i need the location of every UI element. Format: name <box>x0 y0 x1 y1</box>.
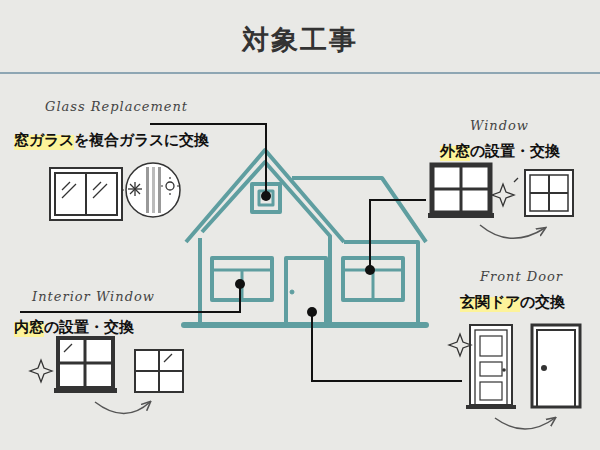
work-label: 窓ガラスを複合ガラスに交換 <box>14 131 209 150</box>
script-caption: Front Door <box>480 269 563 284</box>
work-label: 内窓の設置・交換 <box>14 318 134 337</box>
script-caption: Interior Window <box>32 289 155 304</box>
front-door <box>449 325 580 429</box>
sliding-window <box>50 168 128 220</box>
house <box>184 150 426 325</box>
script-caption: Glass Replacement <box>45 99 188 114</box>
work-label: 玄関ドアの交換 <box>460 293 565 312</box>
outer-window <box>428 165 573 238</box>
work-label: 外窓の設置・交換 <box>440 142 560 161</box>
script-caption: Window <box>470 118 529 133</box>
header-rule <box>0 72 600 74</box>
glass-detail <box>126 163 180 217</box>
page-title: 対象工事 <box>0 22 600 58</box>
interior-window <box>30 338 183 414</box>
leader-dots <box>235 191 375 317</box>
